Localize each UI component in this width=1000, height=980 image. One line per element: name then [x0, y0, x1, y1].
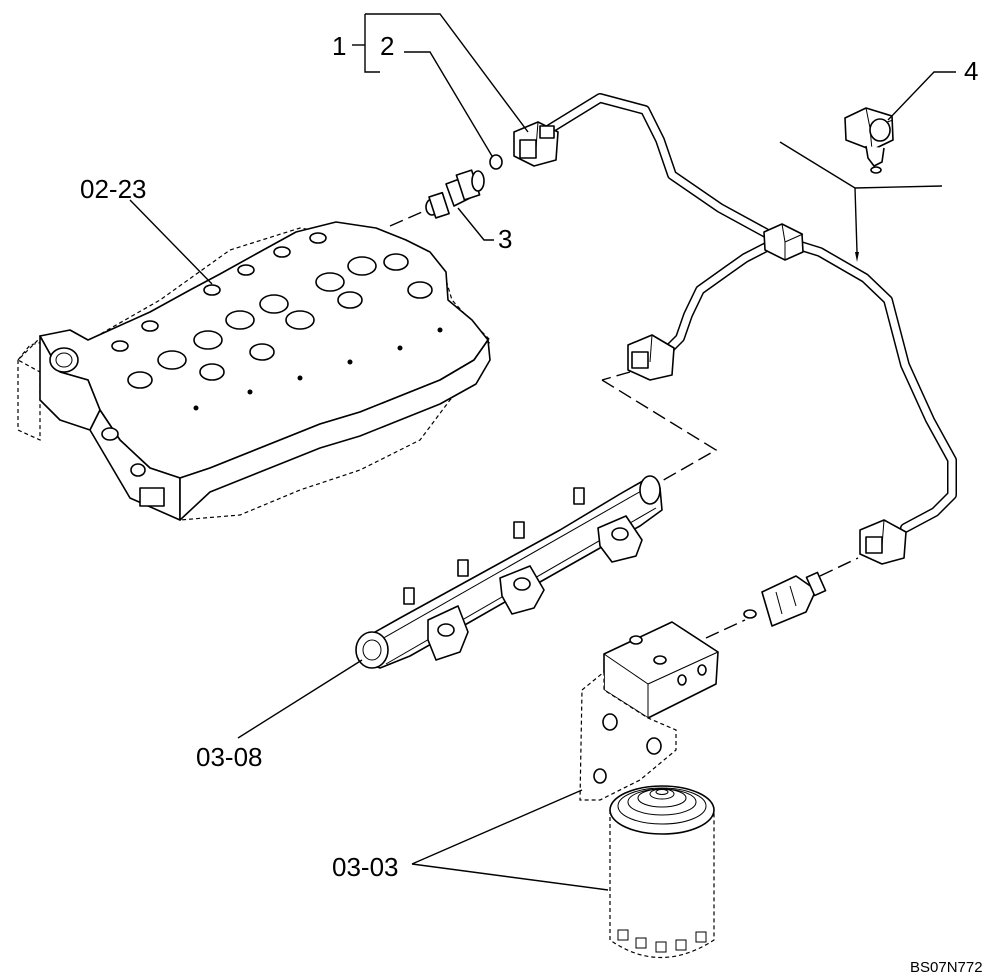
callout-cylinder-head: 02-23 — [80, 174, 147, 204]
harness-clip — [844, 107, 894, 174]
connector-bottom — [859, 519, 907, 565]
fuel-filter — [609, 785, 715, 958]
assembly-line-sensor — [389, 211, 423, 227]
temperature-sensor — [425, 169, 485, 219]
leader-lines — [129, 13, 956, 891]
callout-fuel-rail: 03-08 — [196, 742, 263, 772]
cylinder-head — [17, 221, 491, 521]
o-ring — [489, 154, 503, 170]
callout-fuel-filter: 03-03 — [332, 852, 399, 882]
callout-3: 3 — [498, 224, 512, 254]
assembly-line-pressure-sensor — [819, 557, 859, 577]
fuel-rail — [355, 475, 663, 669]
harness-junction-block — [763, 223, 804, 261]
clip-location-indicator — [779, 141, 943, 262]
reference-code: BS07N772 — [910, 959, 983, 976]
pressure-sensor — [743, 571, 827, 627]
callout-2: 2 — [380, 31, 394, 61]
callout-1: 1 — [332, 31, 346, 61]
connector-top — [513, 121, 559, 167]
assembly-line-rail-connector — [601, 371, 631, 381]
callout-4: 4 — [964, 56, 978, 86]
filter-head-bracket — [579, 621, 719, 801]
wiring-harness — [543, 93, 957, 533]
connector-middle — [627, 334, 675, 381]
